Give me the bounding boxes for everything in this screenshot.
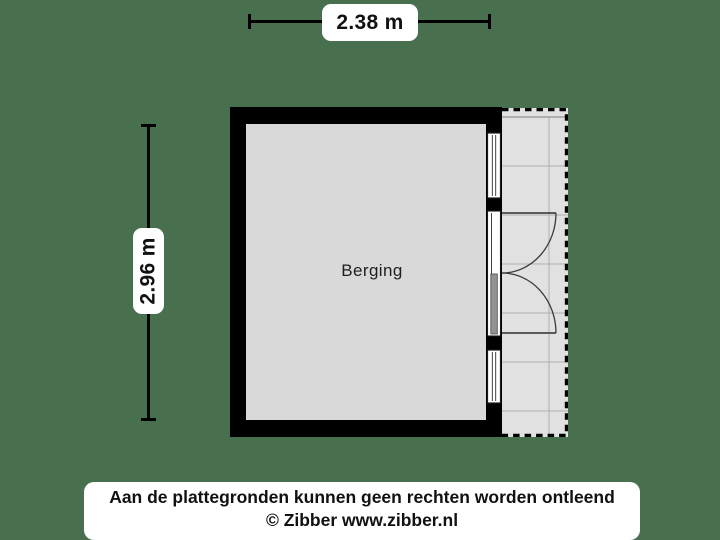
- dimension-width-tick-right: [488, 14, 491, 29]
- window-upper: [486, 132, 502, 199]
- dimension-width-value: 2.38 m: [336, 10, 404, 34]
- dimension-width-tick-left: [248, 14, 251, 29]
- wall-bottom: [230, 420, 502, 437]
- dimension-width-label: 2.38 m: [322, 4, 418, 41]
- footer-box: Aan de plattegronden kunnen geen rechten…: [84, 482, 640, 540]
- window-lower: [486, 349, 502, 404]
- wall-left: [230, 107, 246, 437]
- tile-grid: [502, 117, 568, 437]
- door-swing-upper: [501, 212, 557, 274]
- dimension-height-tick-top: [141, 124, 156, 127]
- door-swing-lower: [501, 272, 557, 334]
- room-label: Berging: [341, 261, 403, 280]
- dimension-height-tick-bottom: [141, 418, 156, 421]
- door-closed-panel: [490, 273, 498, 335]
- dimension-height-label: 2.96 m: [133, 228, 164, 314]
- disclaimer-text: Aan de plattegronden kunnen geen rechten…: [109, 487, 615, 507]
- door-opening: [486, 210, 557, 337]
- room-floor: [246, 124, 486, 421]
- copyright-text: © Zibber www.zibber.nl: [265, 510, 459, 530]
- wall-top: [230, 107, 502, 124]
